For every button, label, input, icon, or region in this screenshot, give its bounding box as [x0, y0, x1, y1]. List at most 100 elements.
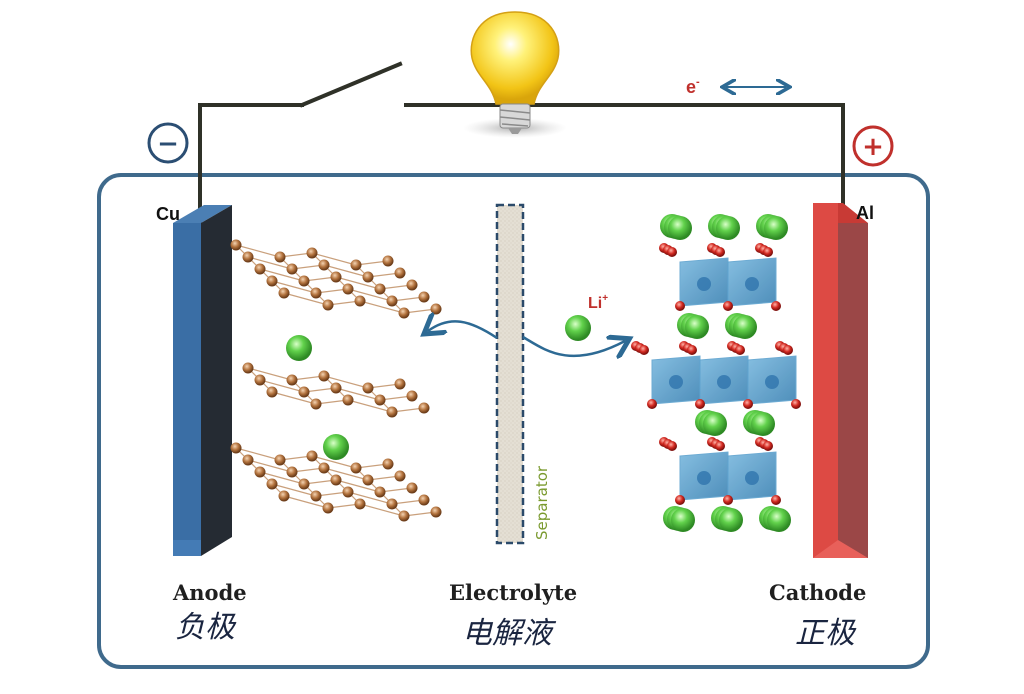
carbon-atom [406, 279, 418, 291]
graphite-sheet [230, 239, 442, 319]
oxygen-atom [675, 301, 685, 311]
carbon-atom [362, 474, 374, 486]
carbon-atom [406, 390, 418, 402]
anode-label: Anode [172, 580, 247, 605]
lithium-ion [716, 216, 740, 240]
carbon-atom [430, 303, 442, 315]
electrolyte-label: Electrolyte [449, 580, 577, 605]
graphite-sheet [242, 362, 430, 418]
lithium-ion [751, 412, 775, 436]
carbon-atom [318, 462, 330, 474]
oxygen-atom [763, 441, 773, 451]
carbon-atom [242, 362, 254, 374]
oxygen-atom [715, 441, 725, 451]
carbon-atom [386, 498, 398, 510]
carbon-atom [266, 275, 278, 287]
anode-label-cn: 负极 [175, 610, 237, 645]
electrolyte-label-cn: 电解液 [462, 616, 557, 651]
lithium-ion [703, 412, 727, 436]
carbon-atom [230, 239, 242, 251]
carbon-atom [298, 478, 310, 490]
lithium-ion [668, 216, 692, 240]
oxygen-atom [695, 399, 705, 409]
carbon-atom [274, 454, 286, 466]
oxygen-atom [715, 247, 725, 257]
carbon-atom [350, 462, 362, 474]
intercalated-lithium-ion [286, 335, 312, 361]
carbon-atom [310, 490, 322, 502]
carbon-atom [418, 402, 430, 414]
carbon-atom [274, 251, 286, 263]
carbon-atom [242, 251, 254, 263]
svg-text:−: − [157, 129, 179, 159]
carbon-atom [306, 247, 318, 259]
carbon-atom [278, 287, 290, 299]
ion-flow-arrow-left [428, 321, 498, 340]
oxygen-atom [667, 441, 677, 451]
separator [495, 203, 525, 545]
lithium-ion [733, 315, 757, 339]
intercalated-lithium-ion [323, 434, 349, 460]
oxygen-atom [783, 345, 793, 355]
carbon-atom [362, 271, 374, 283]
switch-lever[interactable] [299, 61, 403, 108]
carbon-atom [362, 382, 374, 394]
electron-label: e- [686, 76, 700, 97]
carbon-atom [350, 259, 362, 271]
carbon-atom [418, 494, 430, 506]
carbon-atom [286, 374, 298, 386]
carbon-atom [286, 466, 298, 478]
carbon-atom [266, 478, 278, 490]
carbon-atom [374, 486, 386, 498]
external-circuit [198, 61, 845, 240]
lithium-ion [719, 508, 743, 532]
lithium-ion [671, 508, 695, 532]
oxygen-atom [735, 345, 745, 355]
carbon-atom [342, 486, 354, 498]
carbon-atom [242, 454, 254, 466]
carbon-atom [298, 386, 310, 398]
carbon-atom [322, 502, 334, 514]
oxygen-atom [723, 495, 733, 505]
cathode-plate [813, 203, 868, 558]
carbon-atom [406, 482, 418, 494]
octahedra-layer [631, 341, 801, 409]
oxygen-atom [639, 345, 649, 355]
carbon-atom [386, 406, 398, 418]
cathode-label: Cathode [769, 580, 866, 605]
carbon-atom [418, 291, 430, 303]
oxygen-atom [791, 399, 801, 409]
octahedra-layer [659, 437, 781, 505]
lithium-ion [764, 216, 788, 240]
carbon-atom [330, 474, 342, 486]
carbon-atom [354, 295, 366, 307]
graphite-layers [230, 239, 442, 522]
carbon-atom [374, 394, 386, 406]
carbon-atom [394, 378, 406, 390]
carbon-atom [254, 466, 266, 478]
oxygen-atom [771, 495, 781, 505]
carbon-atom [318, 370, 330, 382]
carbon-atom [394, 470, 406, 482]
anode-metal-label: Cu [156, 204, 180, 224]
oxygen-atom [687, 345, 697, 355]
carbon-atom [394, 267, 406, 279]
wire-left [198, 103, 304, 240]
carbon-atom [306, 450, 318, 462]
lithium-ion [767, 508, 791, 532]
oxygen-atom [743, 399, 753, 409]
carbon-atom [310, 398, 322, 410]
lithium-ion [565, 315, 591, 341]
cathode-lattice [631, 214, 801, 532]
anode-plate [173, 205, 232, 556]
wire-right [404, 103, 845, 240]
cathode-metal-label: Al [856, 203, 874, 223]
carbon-atom [430, 506, 442, 518]
carbon-atom [254, 263, 266, 275]
negative-terminal-icon: − [147, 122, 189, 164]
light-bulb-icon [463, 11, 567, 138]
oxygen-atom [723, 301, 733, 311]
carbon-atom [382, 458, 394, 470]
lithium-ion-label: Li+ [588, 293, 608, 312]
carbon-atom [374, 283, 386, 295]
